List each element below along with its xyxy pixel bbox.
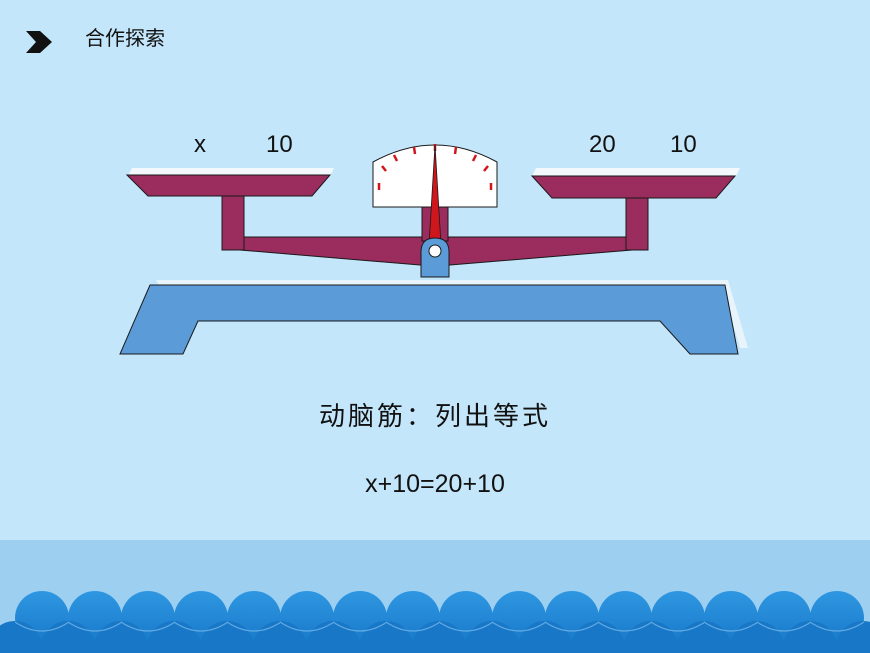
chevron-right-icon — [26, 31, 52, 53]
right-pan — [530, 175, 737, 199]
prompt-text: 动脑筋：列出等式 — [318, 402, 551, 432]
left-pan-item-10: 10 — [266, 131, 293, 158]
left-pan — [125, 174, 332, 197]
balance-scale — [119, 144, 748, 355]
equation-text: x+10=20+10 — [365, 470, 505, 498]
slide-title: 合作探索 — [85, 26, 165, 50]
left-pan-item-x: x — [194, 131, 206, 158]
right-pan-item-20: 20 — [589, 131, 616, 158]
scale-base — [119, 284, 739, 355]
left-post — [221, 195, 245, 251]
right-post — [625, 195, 649, 251]
right-pan-item-10: 10 — [670, 131, 697, 158]
decorative-waves — [0, 591, 870, 653]
